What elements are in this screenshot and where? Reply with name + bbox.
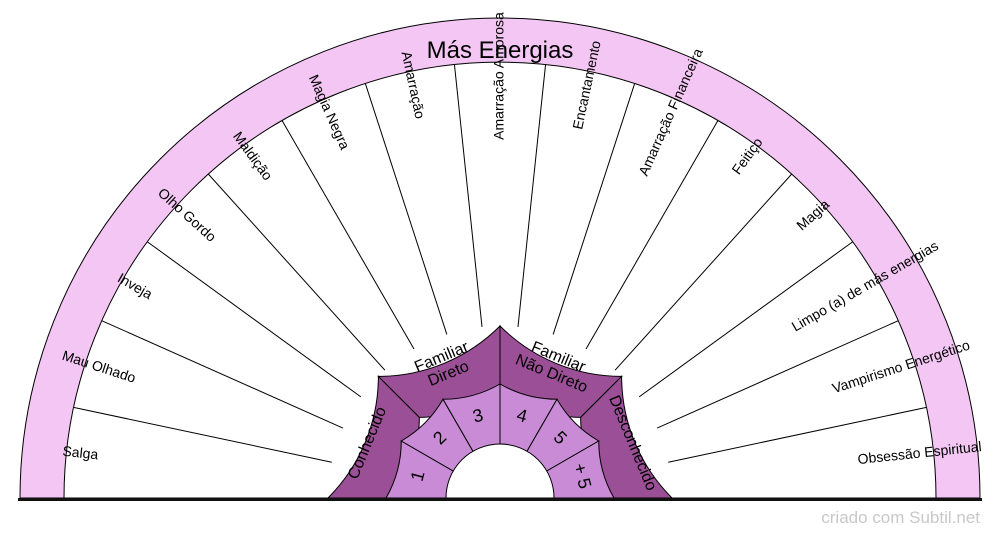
number-label: 1: [407, 469, 429, 484]
base-line: [18, 498, 982, 501]
sector-layer: [73, 64, 927, 463]
sector-divider: [517, 64, 547, 327]
sector-divider: [101, 320, 344, 429]
center-hole: [445, 443, 555, 499]
sector-divider: [656, 320, 899, 429]
sector-divider: [73, 406, 332, 463]
sector-divider: [614, 173, 793, 371]
sector-divider: [638, 241, 854, 398]
number-label: 4: [515, 405, 530, 427]
credit-text: criado com Subtil.net: [821, 508, 980, 527]
sector-divider: [453, 64, 483, 327]
sector-label: Salga: [62, 443, 99, 463]
sector-divider: [585, 120, 719, 350]
number-label: 3: [471, 405, 486, 427]
sector-divider: [207, 173, 386, 371]
background-layer: [19, 17, 981, 499]
sector-divider: [668, 406, 927, 463]
sector-divider: [364, 83, 448, 335]
ring-layer: [18, 324, 982, 501]
sector-divider: [146, 241, 362, 398]
sector-divider: [552, 83, 636, 335]
chart-title: Más Energias: [427, 37, 574, 64]
sector-label: Amarração Amorosa: [491, 12, 507, 140]
sector-divider: [281, 120, 415, 350]
sector-area: [63, 61, 937, 499]
